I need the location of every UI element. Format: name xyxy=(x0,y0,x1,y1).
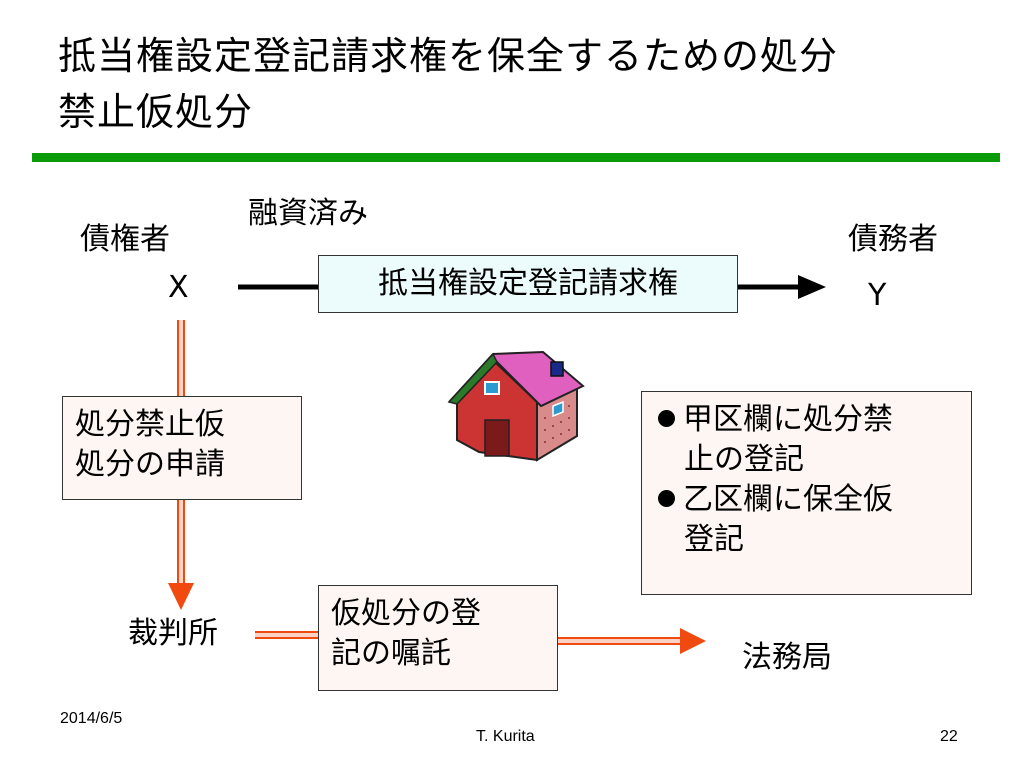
court-label: 裁判所 xyxy=(128,616,218,651)
result-bullet-line1: 甲区欄に処分禁 xyxy=(683,402,893,437)
bullet-icon xyxy=(658,490,675,507)
commission-box-line1: 仮処分の登 xyxy=(331,596,481,631)
claim-box: 抵当権設定登記請求権 xyxy=(318,255,738,313)
slide-title-line2: 禁止仮処分 xyxy=(58,90,254,134)
creditor-label: 債権者 xyxy=(80,222,170,257)
creditor-letter: X xyxy=(168,270,189,305)
application-box-line2: 処分の申請 xyxy=(75,447,225,482)
slide-title: 抵当権設定登記請求権を保全するための処分 禁止仮処分 xyxy=(58,28,988,140)
debtor-letter: Y xyxy=(868,278,887,313)
slide-title-line1: 抵当権設定登記請求権を保全するための処分 xyxy=(58,34,839,78)
apply-arrow xyxy=(168,320,194,610)
bullet-icon xyxy=(658,410,675,427)
claim-arrowhead xyxy=(798,275,826,299)
house-icon xyxy=(447,350,585,462)
registration-result-box: 甲区欄に処分禁 止の登記 乙区欄に保全仮 登記 xyxy=(641,391,972,595)
result-bullet: 甲区欄に処分禁 止の登記 xyxy=(652,400,971,480)
title-divider xyxy=(32,153,1000,162)
commission-box-line2: 記の嘱託 xyxy=(331,636,451,671)
application-box: 処分禁止仮 処分の申請 xyxy=(62,396,302,500)
financing-label: 融資済み xyxy=(248,196,368,231)
result-bullet-line1: 乙区欄に保全仮 xyxy=(683,482,893,517)
commission-arrow xyxy=(255,628,706,654)
debtor-label: 債務者 xyxy=(848,222,938,257)
result-bullet: 乙区欄に保全仮 登記 xyxy=(652,480,971,560)
footer-author: T. Kurita xyxy=(476,728,535,745)
application-box-line1: 処分禁止仮 xyxy=(75,407,225,442)
footer-page-number: 22 xyxy=(940,728,958,745)
result-bullet-line2: 止の登記 xyxy=(684,442,804,477)
result-bullet-line2: 登記 xyxy=(684,522,744,557)
footer-date: 2014/6/5 xyxy=(60,710,123,727)
registry-label: 法務局 xyxy=(742,640,832,675)
commission-box: 仮処分の登 記の嘱託 xyxy=(318,585,558,691)
